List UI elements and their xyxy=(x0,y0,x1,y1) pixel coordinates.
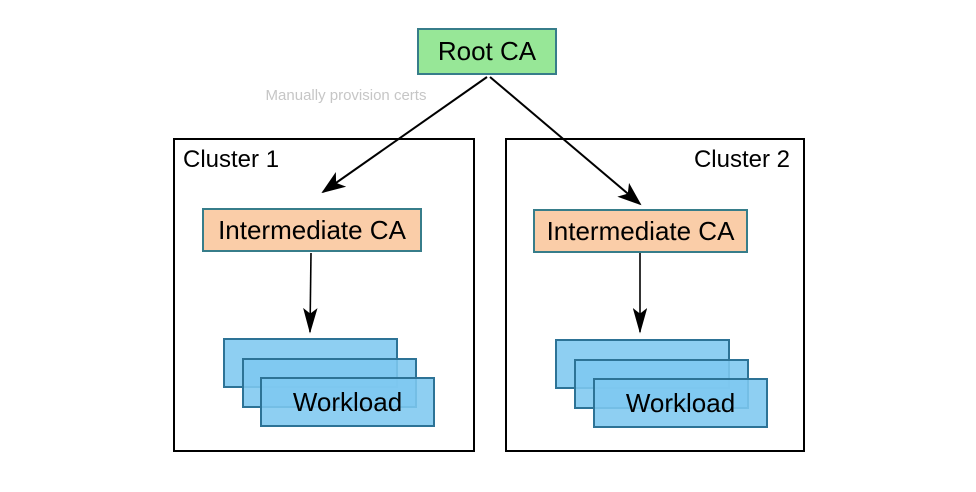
cluster-2-label: Cluster 2 xyxy=(693,146,790,173)
cluster-1-box: Cluster 1 Intermediate CA Workload xyxy=(173,138,475,452)
intermediate-ca-label: Intermediate CA xyxy=(546,215,735,246)
intermediate-ca-node-cluster-1: Intermediate CA xyxy=(202,208,422,252)
root-ca-label: Root CA xyxy=(437,36,537,66)
workload-card-front-cluster-2: Workload xyxy=(593,378,768,428)
intermediate-ca-label: Intermediate CA xyxy=(218,214,406,245)
workload-card-front-cluster-1: Workload xyxy=(260,377,435,427)
root-ca-node: Root CA xyxy=(417,28,557,75)
edge-label-manually-provision-certs: Manually provision certs xyxy=(265,87,427,104)
intermediate-ca-node-cluster-2: Intermediate CA xyxy=(533,209,748,253)
cluster-1-label: Cluster 1 xyxy=(183,146,280,173)
workload-label: Workload xyxy=(292,386,403,417)
workload-label: Workload xyxy=(625,387,736,418)
cluster-2-box: Cluster 2 Intermediate CA Workload xyxy=(505,138,805,452)
